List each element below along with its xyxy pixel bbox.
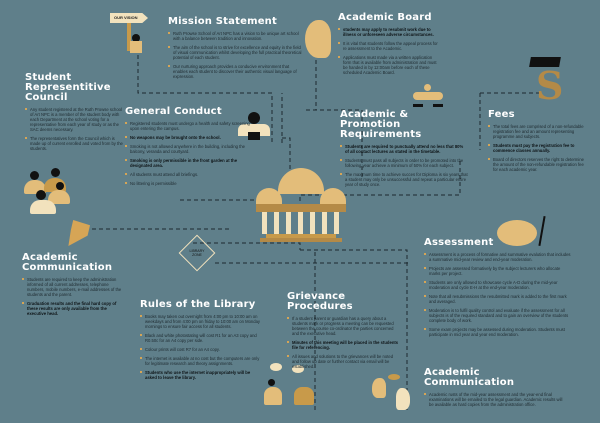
section-title: Grievance Procedures <box>287 291 353 312</box>
section-title: Fees <box>488 109 515 120</box>
bullet-list: Any student registered at the Ruth Prows… <box>25 107 123 151</box>
section-title: Assessment <box>424 237 494 248</box>
library-sign-text: LIBRARY ZONE <box>189 249 205 257</box>
section-academic-board: Academic Board students may apply to resu… <box>338 13 440 79</box>
bullet-item: The internet is available at no cost but… <box>140 356 260 366</box>
ear-icon <box>305 20 331 58</box>
bullet-list: The total fees are comprised of a non-re… <box>488 124 588 172</box>
bullet-item: Academic rusts of the mid-year assessmen… <box>424 392 564 407</box>
palette-artist-illustration <box>497 214 549 248</box>
bullet-item: Applications must made via a written app… <box>338 55 440 75</box>
two-heads-talking-illustration <box>372 372 412 412</box>
bullet-item: Graduation results and the final hard co… <box>22 301 122 316</box>
bullet-item: Students are only allowed to showcase cy… <box>424 280 572 290</box>
bullet-list: students may apply to resubmit work due … <box>338 27 440 75</box>
bullet-item: Note that all resubmissions the resubmit… <box>424 294 572 304</box>
bullet-list: Academic rusts of the mid-year assessmen… <box>424 392 564 407</box>
school-building-illustration <box>256 168 346 248</box>
bullet-item: Books may taken out overnight from 4:00 … <box>140 314 260 329</box>
section-title: Rules of the Library <box>140 299 256 310</box>
section-title: Academic & Promotion Requirements <box>340 109 422 140</box>
bullet-list: Assessment is a process of formative and… <box>424 252 572 337</box>
graduation-dollar-icon: S <box>528 55 563 105</box>
bullet-item: The maximum time to achieve succes for D… <box>340 172 468 187</box>
bullet-item: Our nurturing approach provides a conduc… <box>168 64 303 79</box>
bullet-item: Registered students must undergo a healt… <box>125 121 250 131</box>
bullet-item: Students are required to keep the admini… <box>22 277 122 297</box>
student-group-illustration <box>22 168 72 216</box>
section-title: Academic Board <box>338 12 432 23</box>
sign-text: OUR VISION <box>114 15 138 20</box>
section-title: Academic Communication <box>22 252 113 273</box>
student-at-desk-illustration <box>238 112 272 142</box>
bullet-list: Books may taken out overnight from 4:00 … <box>140 314 260 380</box>
bullet-item: Students must pay the registration fee t… <box>488 143 588 153</box>
bullet-item: students may apply to resubmit work due … <box>338 27 440 37</box>
bullet-item: All issues and solutions to the grievanc… <box>287 354 399 369</box>
bullet-item: Minutes of this meeting will be placed i… <box>287 340 399 350</box>
section-title: General Conduct <box>125 106 222 117</box>
bullet-list: Students are required to punctually atte… <box>340 144 468 187</box>
section-grievance-procedures: Grievance Procedures If a student parent … <box>287 292 399 373</box>
vision-signpost-illustration: OUR VISION <box>110 8 155 53</box>
bullet-item: Ruth Prowse School of Art NPC has a visi… <box>168 31 303 41</box>
section-title: Academic Communication <box>424 367 515 388</box>
bullet-item: No weapons may be brought onto the schoo… <box>125 135 250 140</box>
bullet-item: It is vital that students follow the app… <box>338 41 440 51</box>
bullet-item: Moderation is to fulfil quality control … <box>424 308 572 323</box>
bullet-list: Students are required to keep the admini… <box>22 277 122 316</box>
bullet-item: Students who use the internet inappropri… <box>140 370 260 380</box>
bullet-item: Some exam projects may be assessed durin… <box>424 327 572 337</box>
bullet-item: All students must attend all briefings. <box>125 172 250 177</box>
section-title: Mission Statement <box>168 16 277 27</box>
bullet-item: Smoking is only permissible in the front… <box>125 158 250 168</box>
scales-of-justice-icon <box>413 84 443 112</box>
bullet-list: Registered students must undergo a healt… <box>125 121 250 186</box>
bullet-item: No littering is permissible <box>125 181 250 186</box>
bullet-item: The representatives form the Council whi… <box>25 136 123 151</box>
bullet-item: Smoking is not allowed anywhere in the b… <box>125 144 250 154</box>
bullet-item: Any student registered at the Ruth Prows… <box>25 107 123 132</box>
bullet-item: The total fees are comprised of a non-re… <box>488 124 588 139</box>
bullet-item: Students are required to punctually atte… <box>340 144 468 154</box>
bullet-item: Colour prints will cost R7 for an A4 cop… <box>140 347 260 352</box>
bullet-item: Assessment is a process of formative and… <box>424 252 572 262</box>
bullet-list: If a student parent or guardian has a qu… <box>287 316 399 369</box>
bullet-item: Board of directors reserves the right to… <box>488 157 588 172</box>
bullet-list: Ruth Prowse School of Art NPC has a visi… <box>168 31 303 79</box>
bullet-item: Black and white photostating will cost R… <box>140 333 260 343</box>
bullet-item: Projects are assessed formatively by the… <box>424 266 572 276</box>
bullet-item: The aim of the school is to strive for e… <box>168 45 303 60</box>
bullet-item: If a student parent or guardian has a qu… <box>287 316 399 336</box>
section-title: Student Representitive Council <box>25 72 111 103</box>
bullet-item: Students must pass all subjects in order… <box>340 158 468 168</box>
conversation-illustration <box>262 363 322 408</box>
